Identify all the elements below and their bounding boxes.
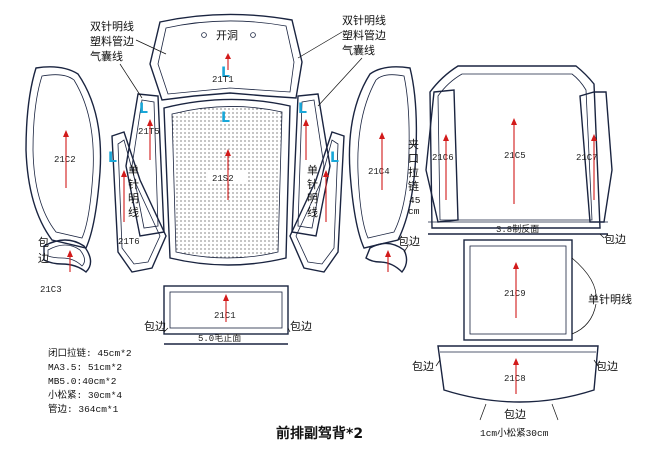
part-21c8-label: 21C8 bbox=[504, 374, 526, 384]
single-stitch-label-right: 单针明线 bbox=[588, 292, 632, 306]
part-21c4-label: 21C4 bbox=[368, 167, 390, 177]
note-line: MA3.5: 51cm*2 bbox=[48, 362, 122, 373]
piece-21c8: 21C8 bbox=[437, 345, 599, 403]
edge-label-c4: 包边 bbox=[398, 235, 420, 248]
svg-text:单: 单 bbox=[128, 164, 139, 177]
svg-text:拉: 拉 bbox=[408, 165, 419, 179]
direction-letter-center: L bbox=[221, 110, 230, 126]
part-21s2-label: 21S2 bbox=[212, 174, 234, 184]
piece-c4-tab bbox=[365, 242, 408, 274]
piece-21t6: L 21T6 bbox=[108, 131, 167, 273]
note-line: MB5.0:40cm*2 bbox=[48, 376, 117, 387]
part-21t6-label: 21T6 bbox=[118, 237, 140, 247]
note-line: 管边: 364cm*1 bbox=[48, 403, 119, 415]
direction-letter-t6-mirror: L bbox=[330, 150, 339, 166]
part-21c6-label: 21C6 bbox=[432, 153, 454, 163]
piece-21c6: 21C6 bbox=[425, 89, 459, 223]
svg-text:塑料管边: 塑料管边 bbox=[90, 34, 134, 48]
part-21t1-label: 21T1 bbox=[212, 75, 234, 85]
svg-text:双针明线: 双针明线 bbox=[342, 13, 386, 27]
edge-label-c5: 包边 bbox=[604, 233, 626, 246]
piece-21t6-mirror: L bbox=[289, 131, 345, 273]
notes-block: 闭口拉链: 45cm*2 MA3.5: 51cm*2 MB5.0:40cm*2 … bbox=[48, 347, 132, 415]
edge-label-c1-right: 包边 bbox=[290, 320, 312, 333]
svg-text:45: 45 bbox=[409, 195, 421, 206]
callout-right: 双针明线 塑料管边 气囊线 bbox=[342, 13, 386, 57]
note-line: 小松紧: 30cm*4 bbox=[48, 389, 122, 401]
svg-text:包: 包 bbox=[38, 236, 49, 249]
part-21c7-label: 21C7 bbox=[576, 153, 598, 163]
svg-text:链: 链 bbox=[408, 179, 419, 193]
piece-21c2: 21C2 bbox=[25, 66, 102, 249]
direction-letter-t5-mirror: L bbox=[298, 101, 307, 117]
edge-label-c8-bottom: 包边 bbox=[504, 408, 526, 421]
piece-21c9: 21C9 bbox=[463, 239, 573, 341]
edge-label-c8-left: 包边 bbox=[412, 360, 434, 373]
svg-text:夹: 夹 bbox=[408, 138, 419, 151]
part-21c9-label: 21C9 bbox=[504, 289, 526, 299]
zipper-label-vertical: 夹 口 拉 链 45 cm bbox=[408, 138, 421, 217]
svg-text:塑料管边: 塑料管边 bbox=[342, 28, 386, 42]
direction-letter-t5: L bbox=[139, 101, 148, 117]
face-5-0-label: 5.0毛正面 bbox=[198, 332, 241, 344]
svg-text:双针明线: 双针明线 bbox=[90, 19, 134, 33]
piece-21c5: 21C5 3.8制反面 bbox=[428, 65, 608, 235]
elastic-label: 1cm小松紧30cm bbox=[480, 427, 549, 439]
opening-label: 开洞 bbox=[216, 29, 238, 42]
edge-label-c8-right: 包边 bbox=[596, 360, 618, 373]
svg-text:单: 单 bbox=[307, 164, 318, 177]
svg-text:线: 线 bbox=[128, 205, 139, 219]
direction-letter-top: L bbox=[221, 65, 230, 81]
piece-21c1: 21C1 5.0毛正面 bbox=[163, 285, 289, 345]
svg-text:口: 口 bbox=[408, 152, 419, 165]
piece-21c7: 21C7 bbox=[576, 91, 613, 223]
part-21c5-label: 21C5 bbox=[504, 151, 526, 161]
piece-21t1: 开洞 L 21T1 bbox=[149, 13, 303, 101]
part-21c3-label: 21C3 bbox=[40, 285, 62, 295]
svg-text:针: 针 bbox=[128, 177, 139, 191]
edge-label-c1-left: 包边 bbox=[144, 320, 166, 333]
svg-text:气囊线: 气囊线 bbox=[342, 43, 375, 57]
piece-21s2: 21S2 L bbox=[163, 98, 291, 266]
svg-text:边: 边 bbox=[38, 252, 49, 265]
label-single-stitch-right: 单 针 明 线 bbox=[307, 164, 318, 219]
face-3-8-label: 3.8制反面 bbox=[496, 223, 539, 235]
direction-letter-t6: L bbox=[108, 150, 117, 166]
svg-text:针: 针 bbox=[307, 177, 318, 191]
diagram-title: 前排副驾背*2 bbox=[276, 425, 363, 442]
piece-21c4: 21C4 bbox=[348, 66, 418, 249]
svg-text:气囊线: 气囊线 bbox=[90, 49, 123, 63]
callout-left: 双针明线 塑料管边 气囊线 bbox=[90, 19, 134, 63]
part-21c1-label: 21C1 bbox=[214, 311, 236, 321]
piece-21c3: 21C3 bbox=[40, 239, 92, 295]
svg-text:cm: cm bbox=[408, 206, 420, 217]
svg-text:明: 明 bbox=[307, 192, 318, 205]
part-21t5-label: 21T5 bbox=[138, 127, 160, 137]
label-single-stitch-left: 单 针 明 线 bbox=[128, 164, 139, 219]
note-line: 闭口拉链: 45cm*2 bbox=[48, 347, 132, 359]
svg-text:明: 明 bbox=[128, 192, 139, 205]
svg-text:线: 线 bbox=[307, 205, 318, 219]
edge-label-left-stacked: 包 边 bbox=[38, 236, 49, 265]
part-21c2-label: 21C2 bbox=[54, 155, 76, 165]
